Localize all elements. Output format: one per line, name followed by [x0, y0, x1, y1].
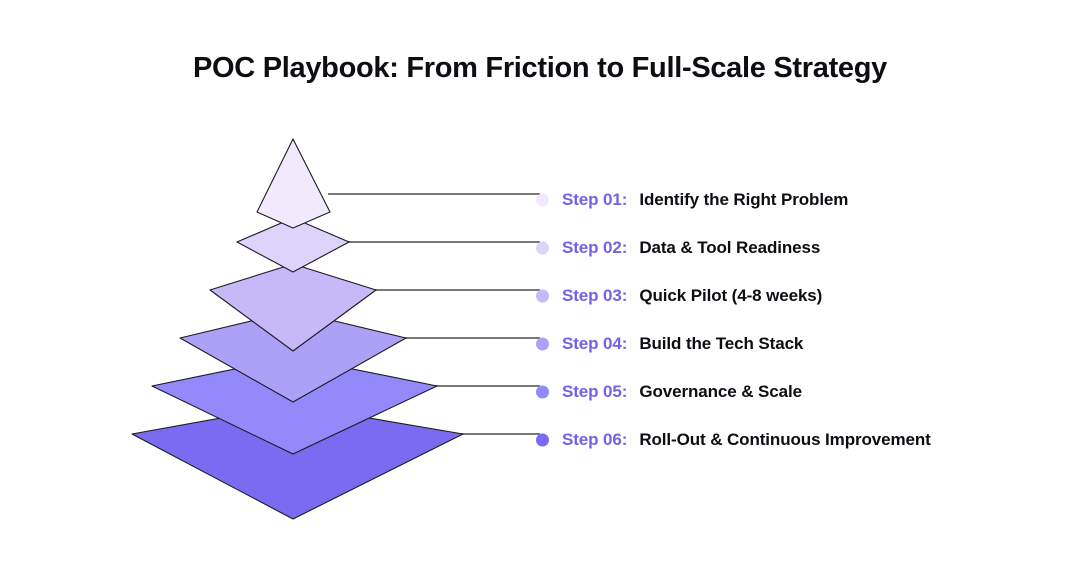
pyramid-layer-3[interactable] — [209, 263, 377, 352]
legend-dot-icon — [536, 433, 549, 447]
legend-step-title: Build the Tech Stack — [639, 334, 804, 353]
pyramid-layer-2[interactable] — [236, 217, 350, 273]
legend-step-label: Step 05: — [562, 382, 628, 401]
page-title: POC Playbook: From Friction to Full-Scal… — [193, 52, 887, 84]
legend-step-label: Step 01: — [562, 190, 628, 209]
legend-dot-icon — [536, 241, 549, 255]
legend-step-title: Quick Pilot (4-8 weeks) — [639, 286, 823, 305]
legend-step-title: Governance & Scale — [639, 382, 802, 401]
list-item[interactable]: Step 04: Build the Tech Stack — [530, 320, 1070, 368]
list-item[interactable]: Step 06: Roll-Out & Continuous Improveme… — [530, 416, 1070, 464]
legend-step-title: Data & Tool Readiness — [639, 238, 821, 257]
legend-step-label: Step 06: — [562, 430, 628, 449]
legend-list: Step 01: Identify the Right Problem Step… — [530, 176, 1070, 464]
legend-dot-icon — [536, 193, 549, 207]
list-item[interactable]: Step 02: Data & Tool Readiness — [530, 224, 1070, 272]
pyramid-layer-6[interactable] — [131, 404, 464, 520]
legend-dot-icon — [536, 385, 549, 399]
list-item[interactable]: Step 01: Identify the Right Problem — [530, 176, 1070, 224]
pyramid-layer-1[interactable] — [256, 138, 331, 229]
list-item[interactable]: Step 05: Governance & Scale — [530, 368, 1070, 416]
list-item[interactable]: Step 03: Quick Pilot (4-8 weeks) — [530, 272, 1070, 320]
pyramid-layer-5[interactable] — [151, 356, 438, 455]
pyramid-layer-4[interactable] — [179, 310, 407, 403]
legend-step-title: Identify the Right Problem — [639, 190, 849, 209]
legend-step-label: Step 04: — [562, 334, 628, 353]
legend-step-title: Roll-Out & Continuous Improvement — [639, 430, 931, 449]
legend-step-label: Step 02: — [562, 238, 628, 257]
legend-dot-icon — [536, 289, 549, 303]
legend-dot-icon — [536, 337, 549, 351]
legend-step-label: Step 03: — [562, 286, 628, 305]
